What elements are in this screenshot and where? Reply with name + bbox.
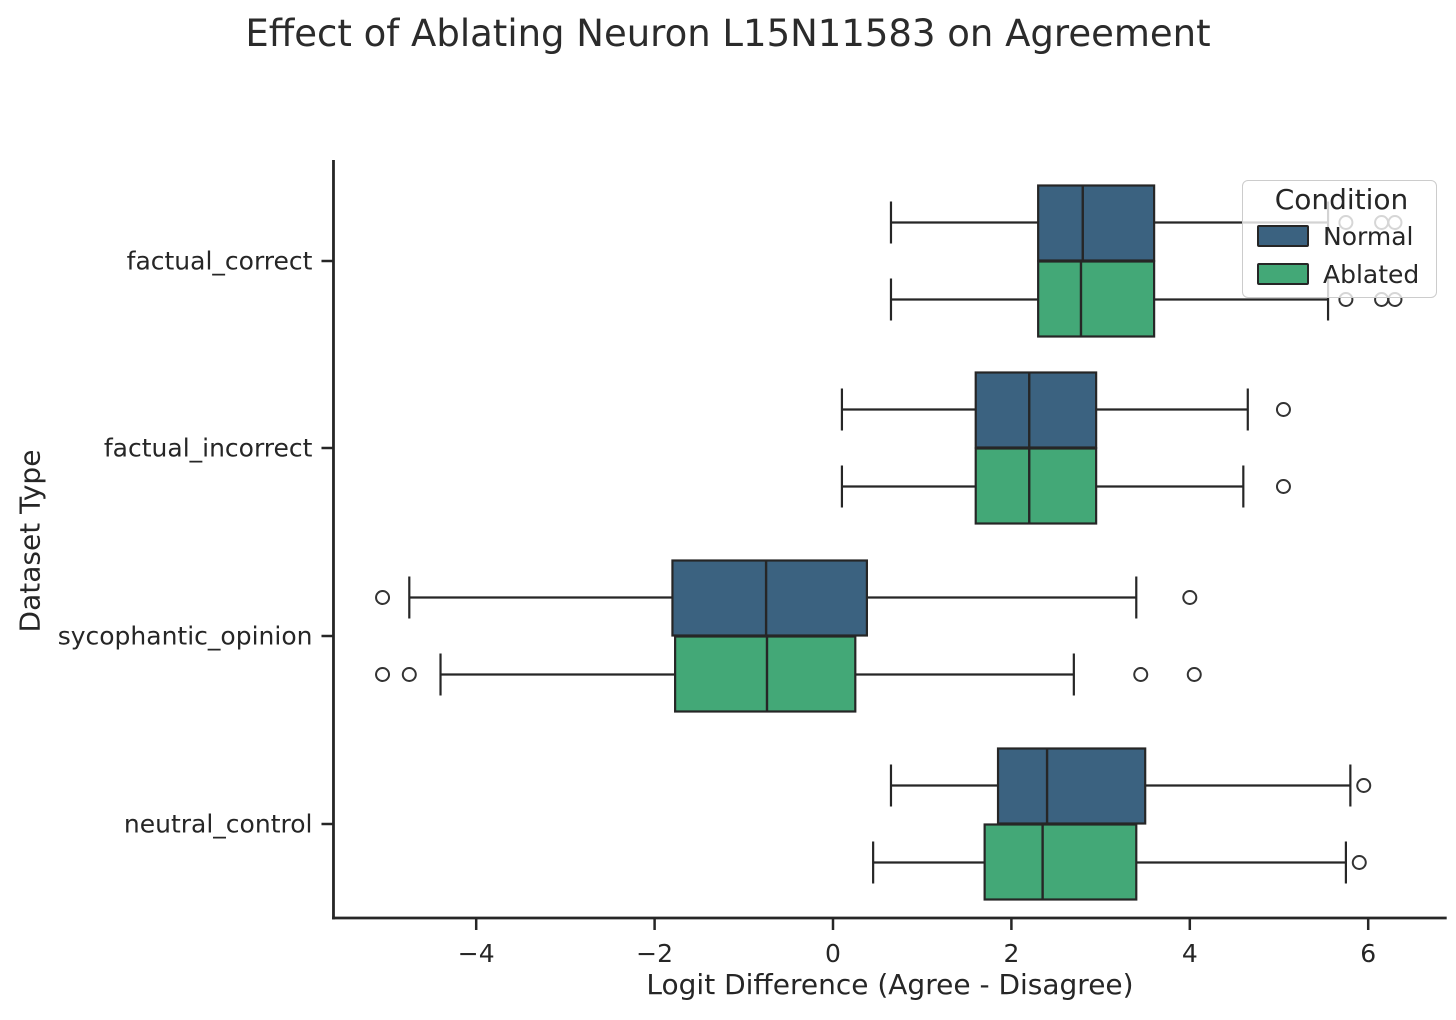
x-tick-label: 4 xyxy=(1182,939,1198,968)
legend-label-normal: Normal xyxy=(1323,221,1414,251)
box-ablated-neutral_control xyxy=(983,823,1138,901)
y-tick-label-sycophantic_opinion: sycophantic_opinion xyxy=(58,622,313,651)
x-tick-label: −2 xyxy=(636,939,673,968)
x-tick-label: 6 xyxy=(1360,939,1376,968)
x-tick-label: 2 xyxy=(1003,939,1019,968)
legend-label-ablated: Ablated xyxy=(1323,259,1420,289)
outlier-point-ablated-neutral_control xyxy=(1351,855,1367,870)
legend-title: Condition xyxy=(1274,183,1409,216)
outlier-point-ablated-sycophantic_opinion xyxy=(375,667,391,682)
y-tick-label-factual_correct: factual_correct xyxy=(127,247,313,276)
legend-entry-ablated: Ablated xyxy=(1257,255,1426,293)
box-ablated-sycophantic_opinion xyxy=(674,635,857,713)
box-normal-factual_correct xyxy=(1037,184,1156,262)
outlier-point-ablated-sycophantic_opinion xyxy=(401,667,417,682)
chart-title: Effect of Ablating Neuron L15N11583 on A… xyxy=(245,12,1211,55)
box-normal-neutral_control xyxy=(996,747,1147,825)
box-ablated-factual_correct xyxy=(1037,260,1156,338)
x-tick-label: −4 xyxy=(458,939,495,968)
legend-swatch-normal-icon xyxy=(1257,225,1309,247)
box-normal-sycophantic_opinion xyxy=(671,559,868,637)
legend-entry-normal: Normal xyxy=(1257,217,1426,255)
box-normal-factual_incorrect xyxy=(974,371,1098,449)
outlier-point-ablated-factual_incorrect xyxy=(1275,479,1291,494)
outlier-point-ablated-sycophantic_opinion xyxy=(1186,667,1202,682)
legend: Condition Normal Ablated xyxy=(1242,180,1437,298)
outlier-point-normal-sycophantic_opinion xyxy=(1182,590,1198,605)
x-tick-label: 0 xyxy=(825,939,841,968)
outlier-point-normal-sycophantic_opinion xyxy=(375,590,391,605)
y-axis-label: Dataset Type xyxy=(13,449,47,633)
y-tick-label-factual_incorrect: factual_incorrect xyxy=(104,434,313,463)
x-axis-label: Logit Difference (Agree - Disagree) xyxy=(646,968,1134,1001)
outlier-point-ablated-sycophantic_opinion xyxy=(1133,667,1149,682)
legend-swatch-ablated-icon xyxy=(1257,263,1309,285)
box-ablated-factual_incorrect xyxy=(974,447,1098,525)
outlier-point-normal-neutral_control xyxy=(1356,778,1372,793)
y-tick-label-neutral_control: neutral_control xyxy=(124,810,313,839)
outlier-point-normal-factual_incorrect xyxy=(1275,402,1291,417)
